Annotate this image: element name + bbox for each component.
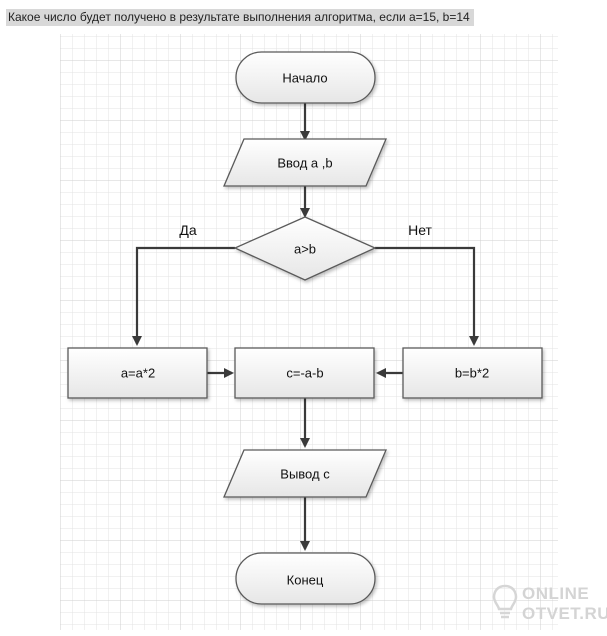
yes-branch-label: Да [179,222,196,238]
grid-background [60,34,558,630]
input-label: Ввод a ,b [277,156,332,171]
connector-condition-no [375,246,479,346]
condition-diamond [233,216,377,281]
yes-action-box [67,347,208,399]
question-text: Какое число будет получено в результате … [6,9,474,26]
output-parallelogram [223,449,387,498]
input-parallelogram [223,138,387,187]
merge-action-box [234,347,375,399]
connectors [132,103,479,551]
watermark-logo: ONLINE OTVET.RU [492,578,607,630]
merge-action-label: c=-a-b [286,366,323,381]
end-terminator [235,552,376,605]
end-label: Конец [287,573,324,588]
yes-action-label: a=a*2 [121,366,155,381]
start-terminator [235,51,376,104]
condition-label: a>b [294,242,316,257]
no-action-box [402,347,543,399]
watermark-line2: OTVET.RU [522,604,607,623]
lightbulb-icon [492,584,518,619]
connector-condition-yes [132,246,235,346]
no-branch-label: Нет [408,222,432,238]
output-label: Вывод с [280,467,330,482]
no-action-label: b=b*2 [455,366,489,381]
watermark-line1: ONLINE [522,584,590,603]
start-label: Начало [282,71,327,86]
